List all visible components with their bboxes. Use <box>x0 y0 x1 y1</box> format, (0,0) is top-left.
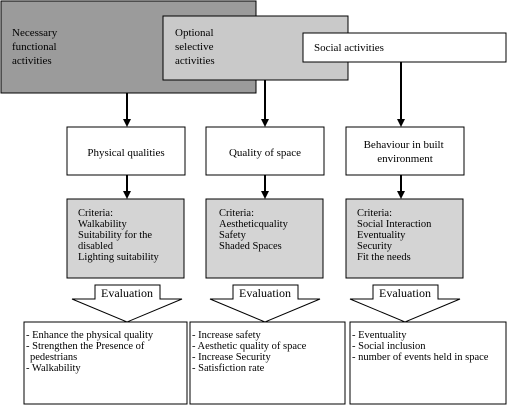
criteria-box-quality <box>205 198 324 279</box>
outcome-box-behaviour <box>349 321 507 405</box>
evaluation-label-physical: Evaluation <box>101 286 153 300</box>
outcome-box-physical <box>23 321 188 405</box>
behaviour-box <box>345 126 465 176</box>
physical-qualities-box <box>66 126 186 176</box>
physical-qualities-label: Physical qualities <box>87 147 164 159</box>
outcome-text-physical: - Enhance the physical quality - Strengt… <box>26 330 156 374</box>
social-activities-box <box>302 32 507 63</box>
criteria-text-quality: Criteria: Aestheticquality Safety Shaded… <box>219 208 290 252</box>
outcome-text-quality: - Increase safety - Aesthetic quality of… <box>192 330 309 374</box>
criteria-box-physical <box>66 198 185 279</box>
evaluation-arrow-behaviour <box>349 284 461 323</box>
evaluation-label-quality: Evaluation <box>239 286 291 300</box>
criteria-text-behaviour: Criteria: Social Interaction Eventuality… <box>357 208 434 263</box>
quality-of-space-label: Quality of space <box>229 147 301 159</box>
evaluation-label-behaviour: Evaluation <box>379 286 431 300</box>
quality-of-space-box <box>205 126 325 176</box>
evaluation-arrow-physical <box>71 284 183 323</box>
optional-activities-label: Optional selective activities <box>175 27 216 67</box>
outcome-box-quality <box>189 321 346 405</box>
behaviour-label: Behaviour in built environment <box>364 139 447 165</box>
necessary-activities-label: Necessary functional activities <box>12 27 60 67</box>
evaluation-arrow-quality <box>209 284 321 323</box>
outcome-text-behaviour: - Eventuality - Social inclusion - numbe… <box>352 330 489 363</box>
criteria-text-physical: Criteria: Walkability Suitability for th… <box>78 208 160 263</box>
social-activities-label: Social activities <box>314 42 384 54</box>
criteria-box-behaviour <box>345 198 464 279</box>
